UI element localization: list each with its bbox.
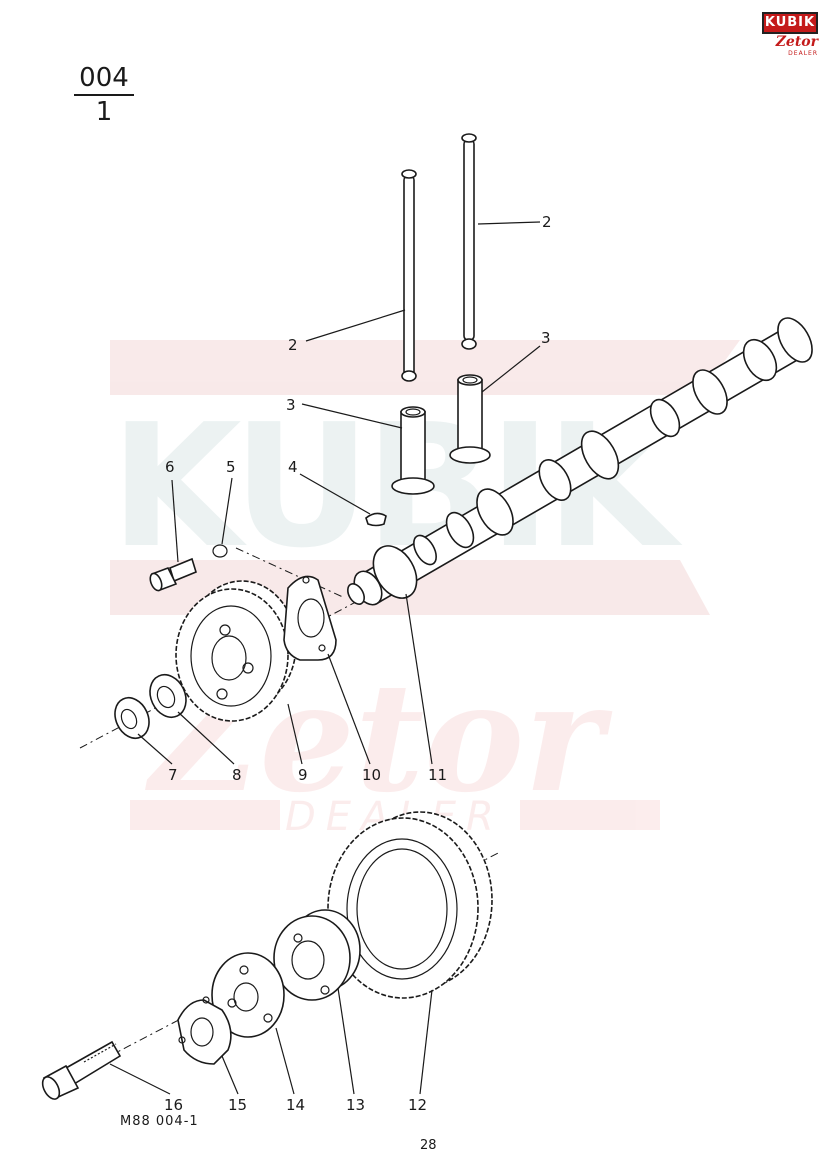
woodruff-key bbox=[365, 512, 387, 527]
leader-14 bbox=[275, 1027, 295, 1095]
leader-9 bbox=[287, 703, 303, 765]
callout-13: 13 bbox=[346, 1096, 365, 1114]
gear-hub bbox=[273, 909, 361, 1001]
callout-7: 7 bbox=[168, 766, 178, 784]
callout-6: 6 bbox=[165, 458, 175, 476]
thrust-plate bbox=[283, 575, 337, 661]
callout-11: 11 bbox=[428, 766, 447, 784]
logo-brand-zetor: Zetor bbox=[775, 34, 818, 50]
leader-3b bbox=[481, 345, 541, 393]
leader-12 bbox=[419, 989, 433, 1095]
leader-10 bbox=[327, 653, 371, 765]
callout-3b: 3 bbox=[541, 329, 551, 347]
tappet-left bbox=[391, 406, 435, 495]
callout-9: 9 bbox=[298, 766, 308, 784]
logo-dealer: DEALER bbox=[788, 50, 818, 57]
leader-2a bbox=[305, 309, 406, 342]
callout-3a: 3 bbox=[286, 396, 296, 414]
callout-10: 10 bbox=[362, 766, 381, 784]
fraction-line bbox=[74, 94, 134, 96]
retaining-plate bbox=[211, 952, 285, 1038]
leader-2b bbox=[477, 221, 541, 225]
camshaft bbox=[347, 317, 813, 606]
callout-14: 14 bbox=[286, 1096, 305, 1114]
callout-15: 15 bbox=[228, 1096, 247, 1114]
callout-5: 5 bbox=[226, 458, 236, 476]
leader-13 bbox=[337, 987, 355, 1095]
hex-nut bbox=[114, 697, 150, 739]
leader-5 bbox=[221, 477, 233, 545]
snap-ring bbox=[212, 544, 228, 558]
drawing-reference-code: M88 004-1 bbox=[120, 1114, 199, 1129]
callout-2a: 2 bbox=[288, 336, 298, 354]
callout-12: 12 bbox=[408, 1096, 427, 1114]
callout-4: 4 bbox=[288, 458, 298, 476]
upper-axis-segment bbox=[235, 547, 346, 599]
leader-11 bbox=[405, 593, 433, 765]
leader-16 bbox=[109, 1063, 171, 1095]
leader-8 bbox=[177, 711, 235, 765]
callout-2b: 2 bbox=[542, 213, 552, 231]
section-numerator: 004 bbox=[79, 63, 129, 93]
camshaft-gear bbox=[175, 580, 297, 722]
leader-4 bbox=[299, 473, 371, 515]
callout-16: 16 bbox=[164, 1096, 183, 1114]
kubik-zetor-logo: KUBIK Zetor DEALER bbox=[762, 12, 818, 62]
section-denominator: 1 bbox=[95, 97, 113, 127]
long-bolt bbox=[41, 1040, 122, 1100]
section-number: 004 1 bbox=[74, 64, 134, 126]
callout-8: 8 bbox=[232, 766, 242, 784]
push-rod-right bbox=[461, 133, 477, 350]
leader-6 bbox=[171, 479, 179, 563]
lock-plate bbox=[177, 996, 232, 1065]
large-gear bbox=[327, 811, 493, 999]
small-bolt bbox=[149, 557, 197, 592]
tappet-right bbox=[449, 374, 491, 464]
logo-brand-kubik: KUBIK bbox=[762, 12, 818, 34]
leader-7 bbox=[137, 733, 173, 765]
leader-15 bbox=[221, 1055, 239, 1095]
leader-3a bbox=[301, 403, 403, 429]
push-rod-left bbox=[401, 169, 417, 382]
page-number: 28 bbox=[420, 1138, 437, 1153]
